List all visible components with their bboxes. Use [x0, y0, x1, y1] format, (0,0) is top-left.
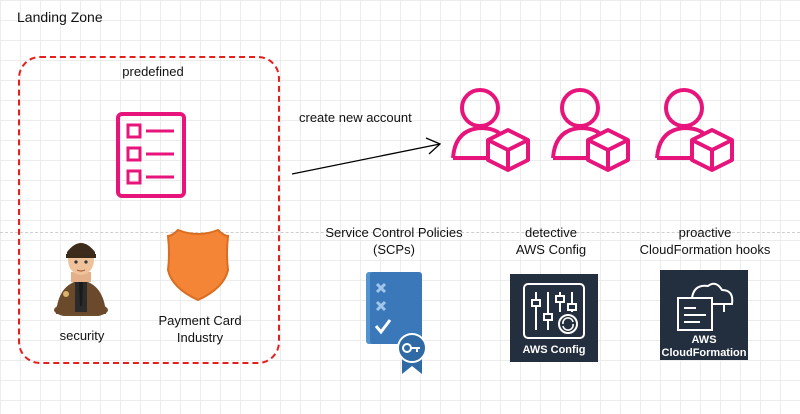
policy-document-icon — [366, 272, 427, 374]
detective-label-line2: AWS Config — [515, 242, 587, 257]
aws-config-tile-label: AWS Config — [522, 344, 586, 356]
proactive-label-line2: CloudFormation hooks — [639, 242, 771, 257]
scp-label-line2: (SCPs) — [373, 242, 415, 257]
pci-label-line1: Payment Card — [158, 313, 242, 328]
aws-cloudformation-tile-label: AWS CloudFormation — [660, 334, 748, 360]
create-account-arrow — [291, 137, 442, 175]
new-account-icon — [655, 88, 734, 172]
aws-cloudformation-tile: AWS CloudFormation — [660, 270, 748, 360]
scp-label-line1: Service Control Policies — [325, 225, 463, 240]
predefined-group — [18, 56, 280, 364]
cloudformation-label-line2: CloudFormation — [661, 347, 747, 359]
aws-cloudformation-icon — [677, 282, 734, 331]
pci-label: Payment Card Industry — [158, 312, 241, 346]
new-account-icon — [551, 88, 630, 172]
security-guard-icon — [54, 243, 108, 316]
aws-config-icon — [523, 283, 585, 339]
predefined-label: predefined — [122, 64, 184, 79]
security-label: security — [59, 328, 105, 343]
scp-label: Service Control Policies (SCPs) — [325, 224, 462, 258]
aws-config-tile: AWS Config — [510, 274, 598, 362]
diagram-title: Landing Zone — [17, 9, 103, 25]
pci-badge-icon — [166, 228, 230, 302]
arrow-label: create new account — [299, 110, 412, 125]
proactive-label-line1: proactive — [678, 225, 732, 240]
cloudformation-label-line1: AWS — [691, 334, 717, 346]
checklist-icon — [116, 112, 186, 198]
pci-label-line2: Industry — [176, 330, 224, 345]
detective-label-line1: detective — [524, 225, 578, 240]
new-account-icon — [451, 88, 530, 172]
section-divider — [0, 232, 800, 233]
proactive-label: proactive CloudFormation hooks — [640, 224, 771, 258]
detective-label: detective AWS Config — [516, 224, 586, 258]
